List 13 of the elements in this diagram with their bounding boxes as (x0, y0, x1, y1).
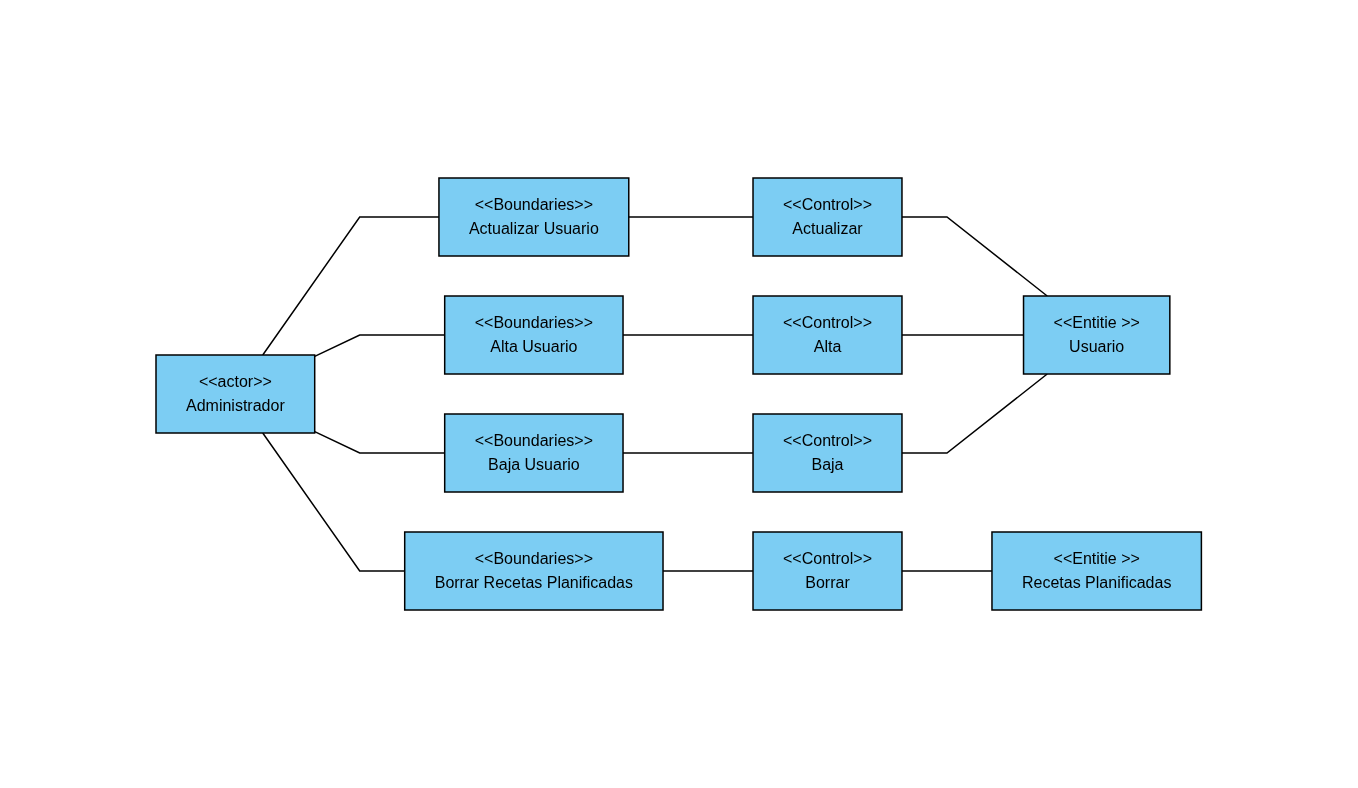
node-box: <<Entitie >> Usuario (1023, 295, 1171, 375)
node-box: <<Control>> Borrar (752, 531, 903, 611)
node-box: <<Control>> Alta (752, 295, 903, 375)
node-box: <<actor>> Administrador (155, 354, 316, 434)
node-box: <<Boundaries>> Baja Usuario (444, 413, 625, 493)
node-box: <<Boundaries>> Alta Usuario (444, 295, 625, 375)
node-box: <<Boundaries>> Actualizar Usuario (438, 177, 630, 257)
node-box: <<Boundaries>> Borrar Recetas Planificadas (404, 531, 665, 611)
node-box: <<Control>> Actualizar (752, 177, 903, 257)
node-box: <<Control>> Baja (752, 413, 903, 493)
connector (262, 432, 406, 572)
node-box: <<Entitie >> Recetas Planificadas (991, 531, 1203, 611)
connector (262, 216, 440, 356)
